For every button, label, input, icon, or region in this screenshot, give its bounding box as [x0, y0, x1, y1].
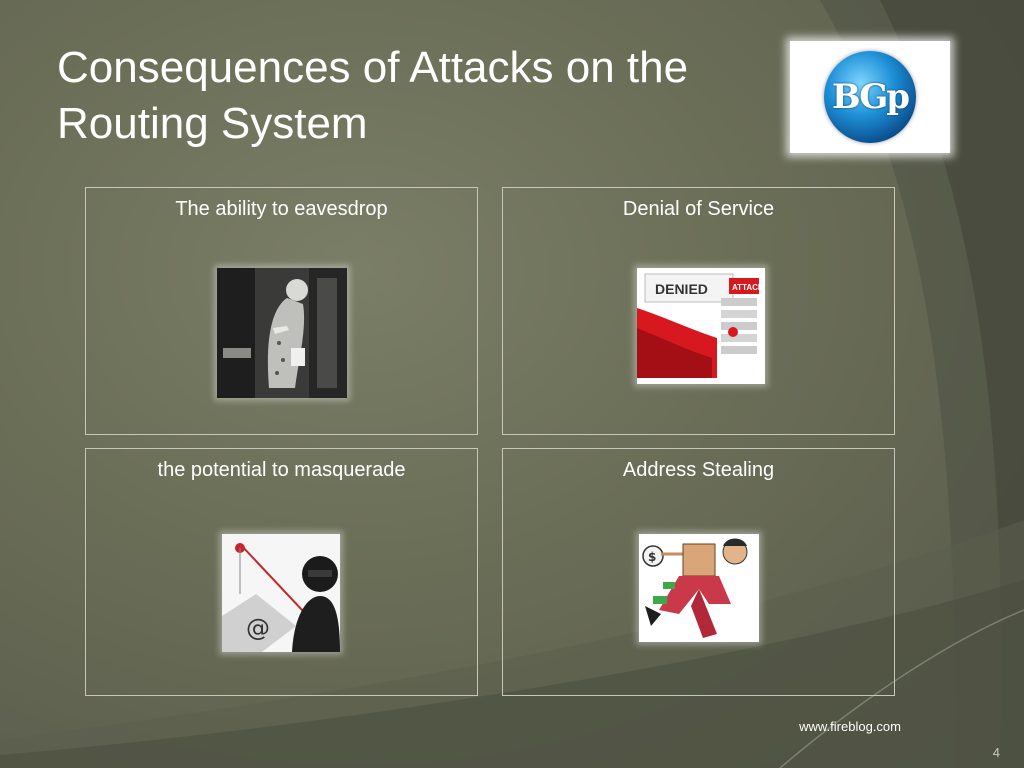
globe-icon: BGp [824, 51, 916, 143]
cell-label: Denial of Service [622, 198, 775, 220]
svg-text:DENIED: DENIED [655, 281, 708, 297]
cell-label: the potential to masquerade [157, 459, 406, 481]
cell-denial-of-service: Denial of Service DENIED ATTACK [502, 187, 895, 435]
cell-label: Address Stealing [622, 459, 775, 481]
denied-attack-illustration: DENIED ATTACK [637, 268, 765, 384]
page-number: 4 [992, 745, 1000, 760]
svg-text:@: @ [246, 614, 270, 642]
title-line-1: Consequences of Attacks on the [57, 43, 689, 92]
cell-masquerade: the potential to masquerade @ [85, 448, 478, 696]
running-thief-with-money-bag-illustration: $ [639, 534, 759, 642]
phishing-hooded-thief-illustration: @ [222, 534, 340, 652]
cell-label: The ability to eavesdrop [175, 198, 388, 220]
svg-text:ATTACK: ATTACK [732, 283, 764, 292]
title-line-2: Routing System [57, 99, 368, 148]
eavesdropping-woman-photo [217, 268, 347, 398]
source-credit: www.fireblog.com [799, 719, 901, 734]
cell-address-stealing: Address Stealing $ [502, 448, 895, 696]
svg-text:$: $ [648, 550, 656, 564]
slide-title: Consequences of Attacks on the Routing S… [57, 40, 777, 152]
cell-eavesdrop: The ability to eavesdrop [85, 187, 478, 435]
bgp-logo: BGp [790, 41, 950, 153]
logo-lettering: BGp [831, 77, 910, 117]
